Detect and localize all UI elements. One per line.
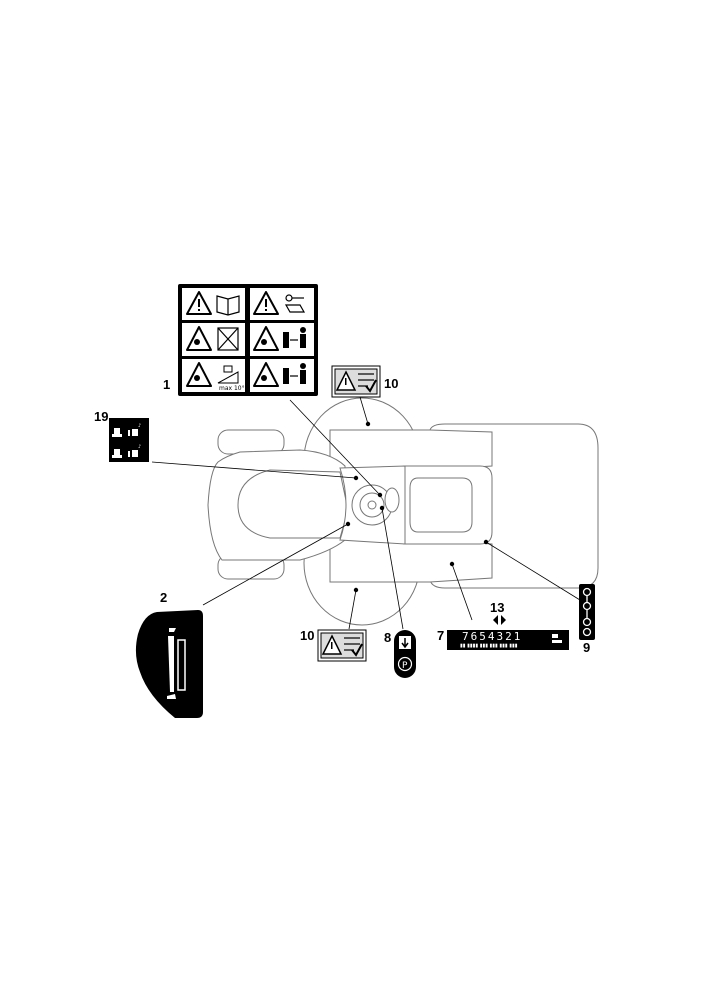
decal-2 <box>135 610 203 718</box>
slope-limit-text: max 10° <box>219 385 245 392</box>
gear-digits: 7654321 <box>462 630 522 643</box>
thrown-object-icon <box>217 327 239 351</box>
decal-8-parking-brake: P <box>394 630 416 678</box>
gear-end-icon <box>552 634 562 643</box>
callout-13: 13 <box>490 600 504 615</box>
callout-19: 19 <box>94 409 108 424</box>
chassis-side-top <box>329 429 493 471</box>
svg-text:P: P <box>402 661 408 671</box>
key-removal-icon <box>284 294 306 313</box>
warning-triangle-icon <box>186 362 212 387</box>
leader-dots <box>345 421 489 593</box>
checklist-icon <box>358 373 377 393</box>
decal-10-top <box>331 365 381 398</box>
callout-8: 8 <box>384 630 391 645</box>
keep-distance-icon <box>283 327 306 348</box>
arrow-down-icon <box>401 638 409 649</box>
warning-triangle-icon <box>186 326 212 351</box>
callout-2: 2 <box>160 590 167 605</box>
decal-19: ♪ ♪ <box>109 418 149 462</box>
decal-9-vertical-strip <box>579 584 595 640</box>
svg-text:♪: ♪ <box>138 423 141 429</box>
decal-7-gear-strip: 7654321 ▮▮ ▮▮▮▮ ▮▮▮ ▮▮▮ ▮▮▮ ▮▮▮ <box>447 630 569 650</box>
steering-hub <box>367 500 377 510</box>
callout-7: 7 <box>437 628 444 643</box>
mower-outline <box>207 397 599 626</box>
chassis-side-bottom <box>329 539 493 583</box>
checklist-icon <box>344 637 363 657</box>
direction-arrows-icon <box>493 615 506 625</box>
manual-book-icon <box>216 295 240 316</box>
leader-lines <box>151 396 581 630</box>
parking-icon <box>397 656 413 672</box>
callout-10-top: 10 <box>384 376 398 391</box>
dash-gauge <box>384 487 400 513</box>
svg-text:♪: ♪ <box>138 444 141 450</box>
slope-hazard-icon <box>217 365 239 384</box>
warning-triangle-icon <box>253 362 279 387</box>
keep-distance-icon-2 <box>283 363 306 384</box>
callout-10-bottom: 10 <box>300 628 314 643</box>
warning-triangle-icon <box>253 326 279 351</box>
hood-panel <box>237 469 349 539</box>
decal-10-bottom <box>317 629 367 662</box>
rabbit-icon <box>169 628 176 632</box>
gear-small-row: ▮▮ ▮▮▮▮ ▮▮▮ ▮▮▮ ▮▮▮ ▮▮▮ <box>460 643 518 649</box>
turtle-icon <box>167 694 176 699</box>
seat-cushion <box>409 477 473 533</box>
callout-1: 1 <box>163 377 170 392</box>
decal-1-safety-grid: max 10° <box>178 284 318 396</box>
callout-9: 9 <box>583 640 590 655</box>
